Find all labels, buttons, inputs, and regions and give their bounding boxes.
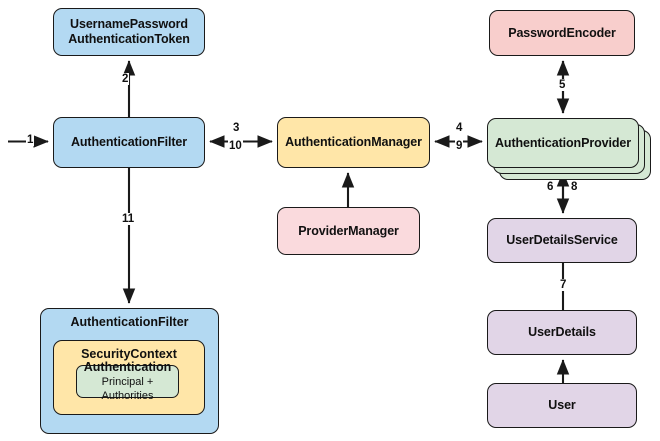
- edge-label-8: 8: [570, 181, 579, 193]
- node-label: AuthenticationFilter: [70, 315, 189, 329]
- edge-label-3: 3: [232, 122, 241, 134]
- node-label: AuthenticationFilter: [70, 135, 188, 149]
- node-provider-manager[interactable]: ProviderManager: [277, 207, 420, 255]
- edge-label-4: 4: [455, 122, 464, 134]
- edge-label-7: 7: [559, 279, 568, 291]
- edge-label-6: 6: [546, 181, 555, 193]
- node-authentication-manager[interactable]: AuthenticationManager: [277, 117, 430, 168]
- node-authentication-filter[interactable]: AuthenticationFilter: [53, 117, 205, 168]
- node-label: AuthenticationProvider: [494, 135, 631, 150]
- node-label-line1: UsernamePassword: [70, 17, 188, 31]
- edge-label-10: 10: [228, 140, 243, 152]
- node-label: SecurityContext: [81, 347, 177, 361]
- node-label: UserDetailsService: [506, 233, 618, 247]
- node-user[interactable]: User: [487, 383, 637, 428]
- node-label: ProviderManager: [298, 223, 399, 238]
- edge-label-5: 5: [558, 79, 567, 91]
- node-label: AuthenticationManager: [285, 135, 422, 149]
- node-user-details[interactable]: UserDetails: [487, 310, 637, 355]
- node-user-details-service[interactable]: UserDetailsService: [487, 218, 637, 263]
- node-password-encoder[interactable]: PasswordEncoder: [489, 10, 635, 56]
- node-sublabel: Principal + Authorities: [101, 376, 154, 402]
- edge-label-2: 2: [121, 73, 130, 85]
- node-authentication[interactable]: Authentication Principal + Authorities: [76, 360, 179, 402]
- node-label: Authentication: [83, 360, 172, 374]
- node-label: PasswordEncoder: [508, 25, 616, 40]
- node-label: User: [548, 398, 576, 412]
- edge-label-11: 11: [121, 213, 136, 225]
- node-label: UserDetails: [528, 325, 596, 339]
- edge-label-1: 1: [26, 134, 35, 146]
- node-username-password-authentication-token[interactable]: UsernamePassword AuthenticationToken: [53, 8, 205, 56]
- node-label-line2: AuthenticationToken: [68, 32, 190, 46]
- edge-label-9: 9: [455, 140, 464, 152]
- node-authentication-provider[interactable]: AuthenticationProvider: [487, 118, 639, 168]
